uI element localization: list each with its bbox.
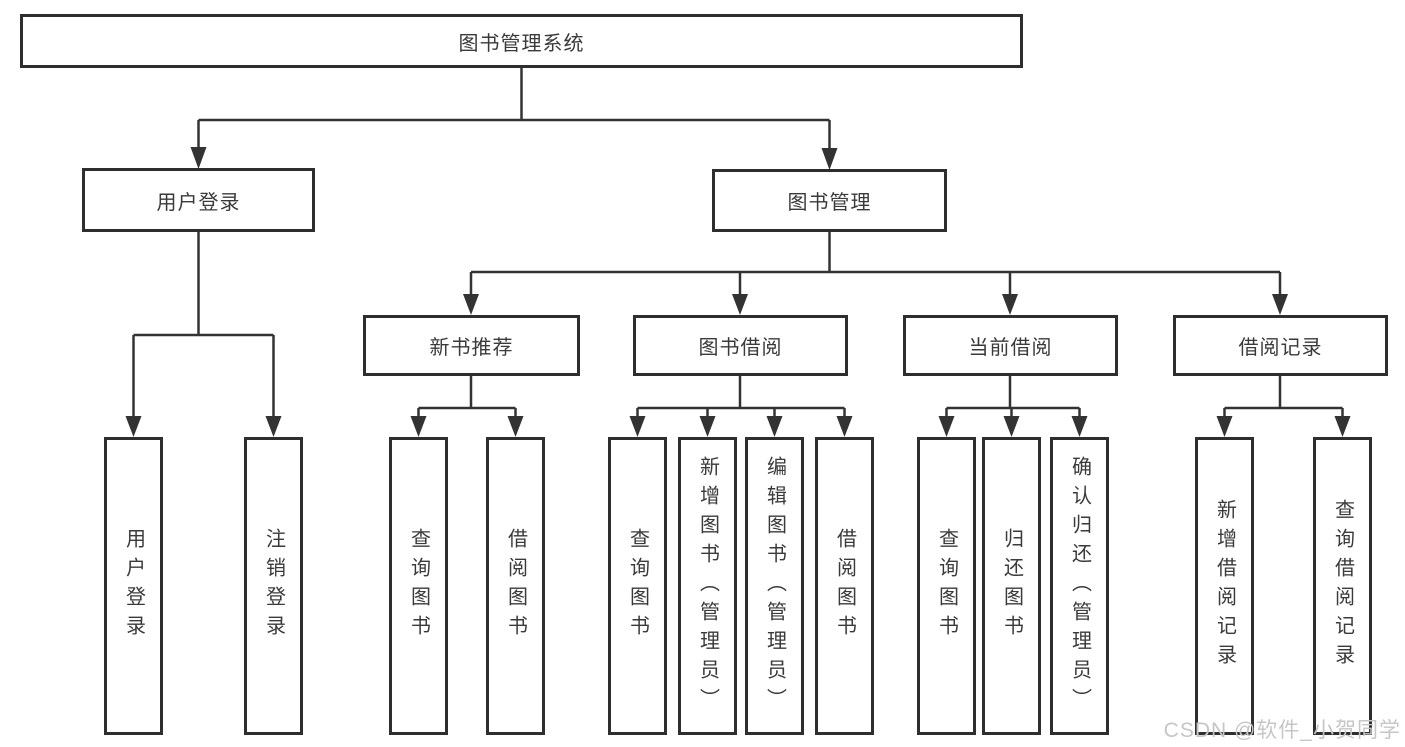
node-label: 图书管理: [787, 192, 872, 214]
node-label: 新增借阅记录: [1213, 499, 1236, 673]
node-label: 查询图书: [626, 528, 649, 644]
arrow-down-icon: [125, 147, 1351, 437]
node-label: 新增图书（管理员）: [696, 455, 719, 717]
node-label: 用户登录: [122, 528, 145, 644]
node-book-borrowing: 图书借阅: [633, 315, 848, 376]
node-new-book-recommend: 新书推荐: [363, 315, 580, 376]
node-label: 借阅记录: [1238, 337, 1323, 359]
node-leaf-cur-query-books: 查询图书: [917, 437, 976, 735]
node-label: 查询借阅记录: [1331, 499, 1354, 673]
node-label: 新书推荐: [429, 337, 514, 359]
node-leaf-user-login: 用户登录: [104, 437, 163, 735]
node-label: 查询图书: [407, 528, 430, 644]
node-label: 图书管理系统: [458, 32, 585, 55]
node-label: 确认归还（管理员）: [1068, 455, 1091, 717]
node-label: 借阅图书: [504, 528, 527, 644]
node-label: 图书借阅: [698, 337, 783, 359]
node-label: 查询图书: [935, 528, 958, 644]
node-label: 编辑图书（管理员）: [763, 455, 786, 717]
node-label: 归还图书: [1000, 528, 1023, 644]
node-leaf-bw-add-books-admin: 新增图书（管理员）: [678, 437, 737, 735]
node-user-login-branch: 用户登录: [82, 168, 315, 232]
node-leaf-rec-query-record: 查询借阅记录: [1313, 437, 1372, 735]
node-label: 借阅图书: [833, 528, 856, 644]
node-leaf-rec-add-record: 新增借阅记录: [1195, 437, 1254, 735]
node-current-borrowing: 当前借阅: [903, 315, 1118, 376]
watermark: CSDN @软件_小贺同学: [1163, 719, 1401, 742]
node-leaf-nb-query-books: 查询图书: [389, 437, 448, 735]
node-borrowing-records: 借阅记录: [1173, 315, 1388, 376]
node-leaf-cur-confirm-return-admin: 确认归还（管理员）: [1050, 437, 1109, 735]
node-leaf-bw-query-books: 查询图书: [608, 437, 667, 735]
node-leaf-cur-return-books: 归还图书: [982, 437, 1041, 735]
node-library-system: 图书管理系统: [20, 14, 1023, 68]
node-leaf-bw-edit-books-admin: 编辑图书（管理员）: [745, 437, 804, 735]
node-label: 当前借阅: [968, 337, 1053, 359]
node-leaf-bw-borrow-books: 借阅图书: [815, 437, 874, 735]
node-label: 注销登录: [262, 528, 285, 644]
node-label: 用户登录: [156, 191, 241, 214]
node-leaf-nb-borrow-books: 借阅图书: [486, 437, 545, 735]
node-book-management: 图书管理: [712, 169, 947, 232]
node-leaf-logout: 注销登录: [244, 437, 303, 735]
